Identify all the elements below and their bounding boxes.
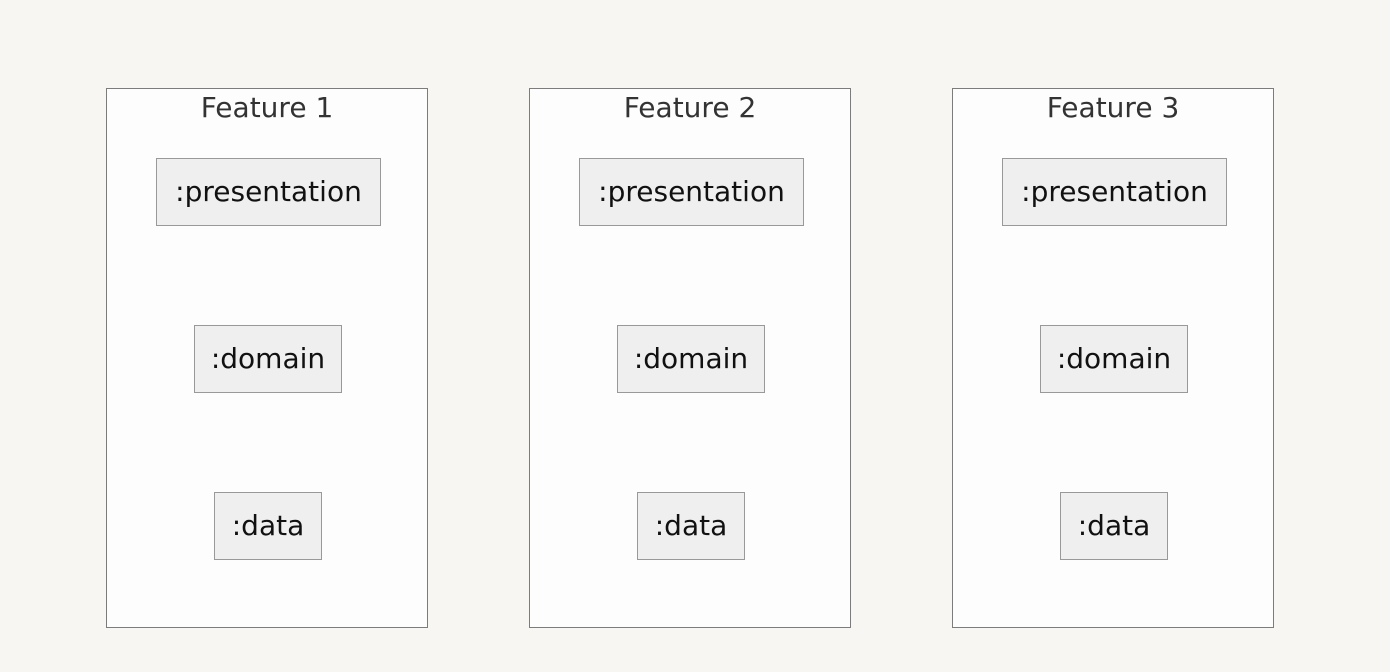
feature-2-title: Feature 2	[623, 91, 757, 124]
feature-1-presentation-module: :presentation	[156, 158, 381, 226]
feature-1-title: Feature 1	[200, 91, 334, 124]
feature-2-presentation-module: :presentation	[579, 158, 804, 226]
feature-2-data-module: :data	[637, 492, 745, 560]
feature-3-group: Feature 3 :presentation :domain :data	[952, 88, 1274, 628]
feature-2-group: Feature 2 :presentation :domain :data	[529, 88, 851, 628]
feature-1-group: Feature 1 :presentation :domain :data	[106, 88, 428, 628]
feature-3-title: Feature 3	[1046, 91, 1180, 124]
feature-3-domain-module: :domain	[1040, 325, 1188, 393]
feature-3-presentation-module: :presentation	[1002, 158, 1227, 226]
feature-3-data-module: :data	[1060, 492, 1168, 560]
feature-1-domain-module: :domain	[194, 325, 342, 393]
feature-2-domain-module: :domain	[617, 325, 765, 393]
feature-1-data-module: :data	[214, 492, 322, 560]
